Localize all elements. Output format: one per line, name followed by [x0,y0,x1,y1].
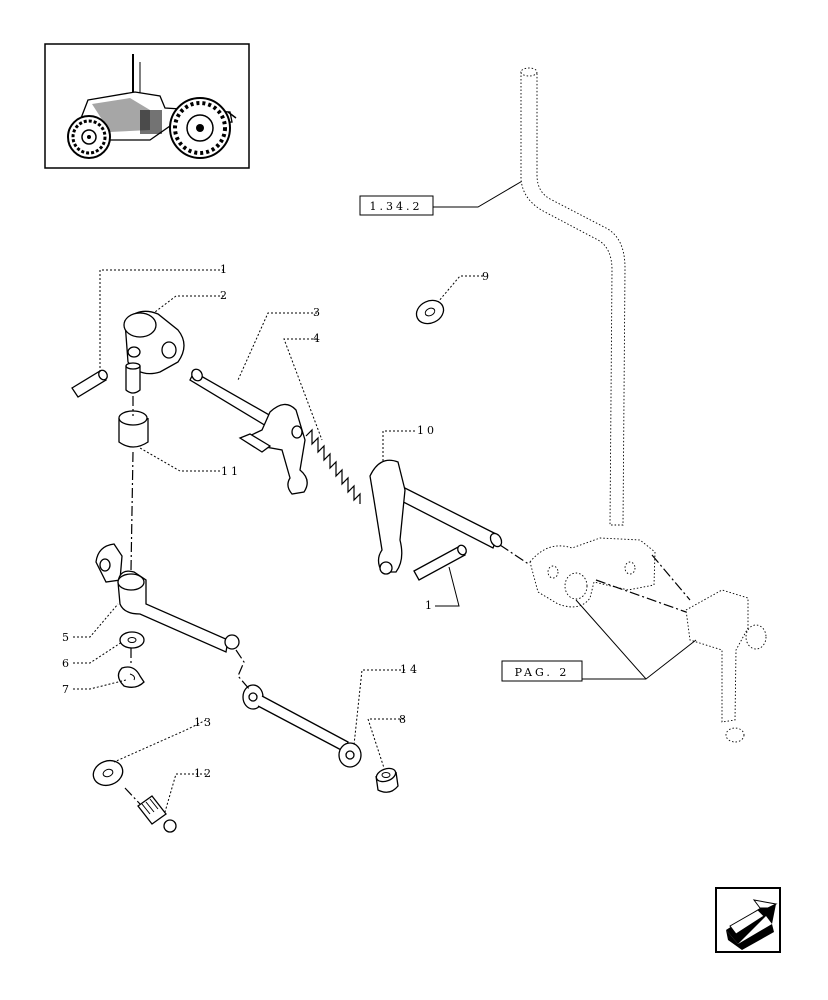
shift-shaft-part-3 [189,368,308,495]
callout-3: 3 [313,306,323,319]
tractor-thumbnail-icon [44,43,250,169]
callout-12: 12 [194,767,214,780]
reference-label-bottom: PAG. 2 [515,666,570,679]
washer-part-9 [415,299,445,325]
reference-box-1-34-2[interactable]: 1.34.2 [359,195,434,216]
callout-11: 11 [221,465,241,478]
reference-box-pag-2[interactable]: PAG. 2 [501,660,583,682]
assembly-center-lines [124,396,691,805]
bushing-part-11 [118,410,149,448]
callout-6: 6 [62,657,72,670]
callout-4: 4 [313,332,323,345]
washer-part-6 [119,631,145,649]
ball-stud-part-12 [137,795,177,833]
callout-1-lower: 1 [425,599,435,612]
callout-14: 14 [400,663,420,676]
callout-1-upper: 1 [220,263,230,276]
gearbox-cover-ghost [529,537,656,608]
callout-numbers: 1 2 3 4 10 9 11 5 6 7 14 8 13 12 1 [62,263,492,780]
roll-pin-part-1-upper [71,369,108,398]
reference-label-top: 1.34.2 [370,200,423,213]
shift-lever-rod [520,67,626,526]
next-page-arrow-icon[interactable] [715,887,781,953]
washer-part-13 [92,759,124,787]
circlip-part-7 [117,666,145,688]
callout-13: 13 [194,716,214,729]
selector-block-part-2 [123,310,185,394]
selector-lever-part-5 [95,543,240,653]
leader-line [433,179,525,208]
link-rod-part-14 [242,684,362,768]
callout-9: 9 [482,270,492,283]
callout-5: 5 [62,631,72,644]
callout-8: 8 [399,713,409,726]
roll-pin-part-1-lower [413,544,467,581]
callout-10: 10 [417,424,437,437]
callout-7: 7 [62,683,72,696]
selector-arm-ghost [685,589,767,743]
shift-fork-part-10 [369,459,503,575]
callout-2: 2 [220,289,230,302]
spring-part-4 [305,428,361,504]
bushing-part-8 [375,767,399,793]
